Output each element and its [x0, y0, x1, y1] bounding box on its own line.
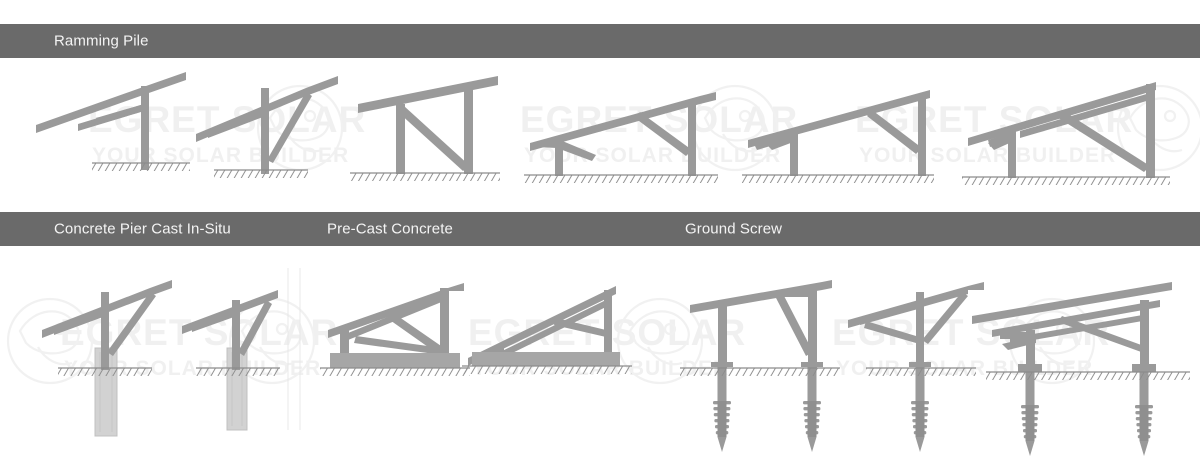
ground-screw-icon	[801, 362, 823, 452]
diagram-concrete-pier-2	[182, 268, 301, 431]
diagram-ramming-pile-3	[350, 76, 500, 181]
section-label-concrete-pier-cast-in-situ: Concrete Pier Cast In-Situ	[54, 220, 231, 238]
diagram-ramming-pile-5	[742, 90, 934, 183]
ground-screw-icon	[711, 362, 733, 452]
precast-ballast-slab	[330, 353, 460, 368]
diagram-concrete-pier-1	[42, 280, 172, 437]
ground-screw-icon	[909, 362, 931, 452]
diagram-ground-screw-2	[848, 282, 984, 452]
ground-screw-icon	[1019, 366, 1041, 456]
diagram-precast-concrete-2	[462, 286, 632, 374]
ground-screw-icon	[1133, 366, 1155, 456]
diagram-ramming-pile-2	[196, 76, 338, 178]
diagram-precast-concrete-1	[320, 283, 470, 376]
diagram-ramming-pile-1	[36, 72, 190, 171]
section-header-ramming-pile: Ramming Pile	[0, 24, 1200, 58]
diagram-ramming-pile-6	[962, 82, 1170, 185]
diagram-ground-screw-3	[972, 282, 1190, 456]
section-label-ramming-pile: Ramming Pile	[54, 32, 149, 50]
section-label-pre-cast-concrete: Pre-Cast Concrete	[327, 220, 453, 238]
section-label-ground-screw: Ground Screw	[685, 220, 783, 238]
cast-in-situ-pier-shaft	[226, 347, 248, 431]
section-header-foundations: Concrete Pier Cast In-Situ Pre-Cast Conc…	[0, 212, 1200, 246]
precast-ballast-slab	[472, 352, 620, 366]
cast-in-situ-pier-shaft	[94, 347, 118, 437]
diagram-ramming-pile-4	[524, 92, 718, 183]
diagram-ground-screw-1	[680, 280, 840, 452]
